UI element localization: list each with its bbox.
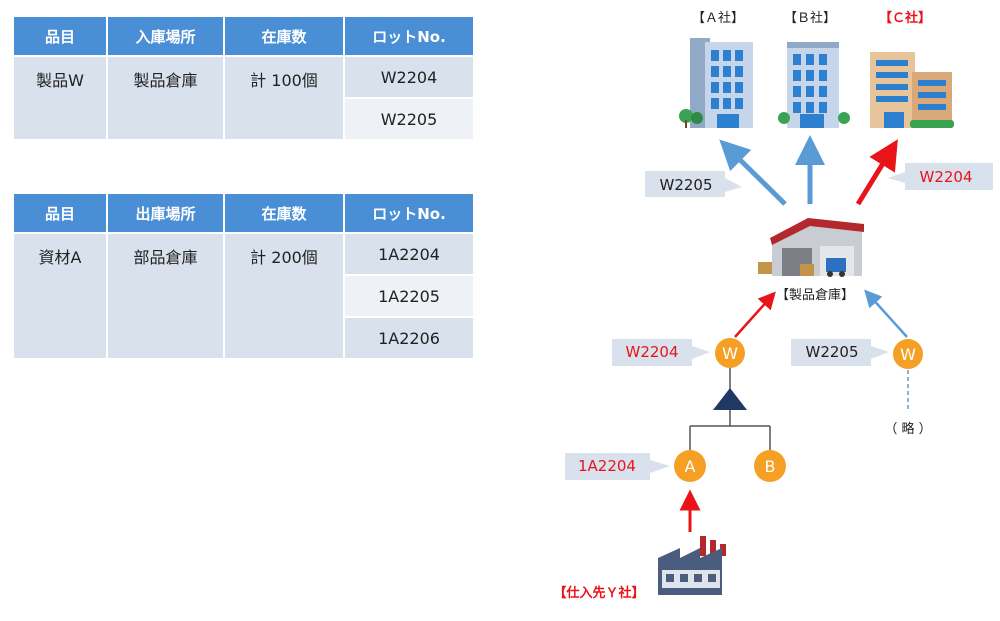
svg-text:B: B — [765, 457, 776, 476]
warehouse-icon — [758, 218, 864, 277]
cell-lot: W2204 — [345, 57, 473, 97]
col-header-item: 品目 — [14, 17, 106, 55]
callout-1a2204-node: 1A2204 — [565, 453, 670, 480]
col-header-location: 入庫場所 — [108, 17, 223, 55]
cell-stock: 計 100個 — [225, 57, 343, 139]
callout-w2205-node: W2205 — [791, 339, 889, 366]
callout-w2204-to-c: W2204 — [888, 163, 993, 190]
col-header-location: 出庫場所 — [108, 194, 223, 232]
table-header-row: 品目 入庫場所 在庫数 ロットNo. — [14, 17, 473, 55]
cell-lot: 1A2205 — [345, 276, 473, 316]
factory-icon — [658, 536, 726, 595]
company-c-label: 【Ｃ社】 — [879, 10, 931, 26]
company-b-label: 【Ｂ社】 — [784, 10, 836, 26]
svg-text:W: W — [722, 344, 738, 363]
node-w2204: W — [715, 338, 745, 368]
col-header-stock: 在庫数 — [225, 17, 343, 55]
flow-arrow-to-a — [719, 139, 787, 206]
assembly-triangle-icon — [713, 388, 747, 410]
node-b: B — [754, 450, 786, 482]
col-header-stock: 在庫数 — [225, 194, 343, 232]
company-c-building-icon — [870, 52, 954, 128]
svg-text:W2205: W2205 — [805, 343, 858, 361]
flow-arrow-w2204-to-warehouse — [734, 291, 776, 338]
svg-text:W2204: W2204 — [625, 343, 678, 361]
table-header-row: 品目 出庫場所 在庫数 ロットNo. — [14, 194, 473, 232]
warehouse-label: 【製品倉庫】 — [776, 288, 854, 303]
table-row: 1A2206 — [14, 318, 473, 358]
inbound-stock-table: 品目 入庫場所 在庫数 ロットNo. 製品W 製品倉庫 計 100個 W2204… — [12, 15, 475, 141]
cell-lot: 1A2204 — [345, 234, 473, 274]
cell-item: 資材A — [14, 234, 106, 358]
svg-text:1A2204: 1A2204 — [578, 457, 636, 475]
cell-stock: 計 200個 — [225, 234, 343, 358]
col-header-lot: ロットNo. — [345, 194, 473, 232]
cell-item: 製品W — [14, 57, 106, 139]
bom-tree — [689, 368, 771, 450]
col-header-item: 品目 — [14, 194, 106, 232]
omitted-label: （ 略 ） — [884, 421, 931, 437]
svg-text:A: A — [685, 457, 696, 476]
col-header-lot: ロットNo. — [345, 17, 473, 55]
table-row: W2205 — [14, 99, 473, 139]
callout-w2204-node: W2204 — [612, 339, 710, 366]
cell-location: 部品倉庫 — [108, 234, 223, 358]
outbound-stock-table: 品目 出庫場所 在庫数 ロットNo. 資材A 部品倉庫 計 200個 1A220… — [12, 192, 475, 360]
svg-text:W2205: W2205 — [659, 176, 712, 194]
node-w2205: W — [893, 339, 923, 369]
cell-lot: W2205 — [345, 99, 473, 139]
flow-arrow-w2205-to-warehouse — [864, 289, 908, 338]
company-b-building-icon — [778, 42, 850, 128]
table-row: 資材A 部品倉庫 計 200個 1A2204 — [14, 234, 473, 358]
company-a-building-icon — [679, 38, 753, 128]
table-row: 1A2205 — [14, 276, 473, 316]
supplier-label: 【仕入先Ｙ社】 — [553, 585, 644, 601]
cell-location: 製品倉庫 — [108, 57, 223, 139]
table-row: 製品W 製品倉庫 計 100個 W2204 — [14, 57, 473, 139]
flow-arrow-to-c — [855, 139, 898, 206]
svg-text:W: W — [900, 345, 916, 364]
company-a-label: 【Ａ社】 — [692, 10, 744, 26]
cell-lot: 1A2206 — [345, 318, 473, 358]
callout-w2205-to-a: W2205 — [645, 171, 742, 197]
svg-text:W2204: W2204 — [919, 168, 972, 186]
node-a: A — [674, 450, 706, 482]
